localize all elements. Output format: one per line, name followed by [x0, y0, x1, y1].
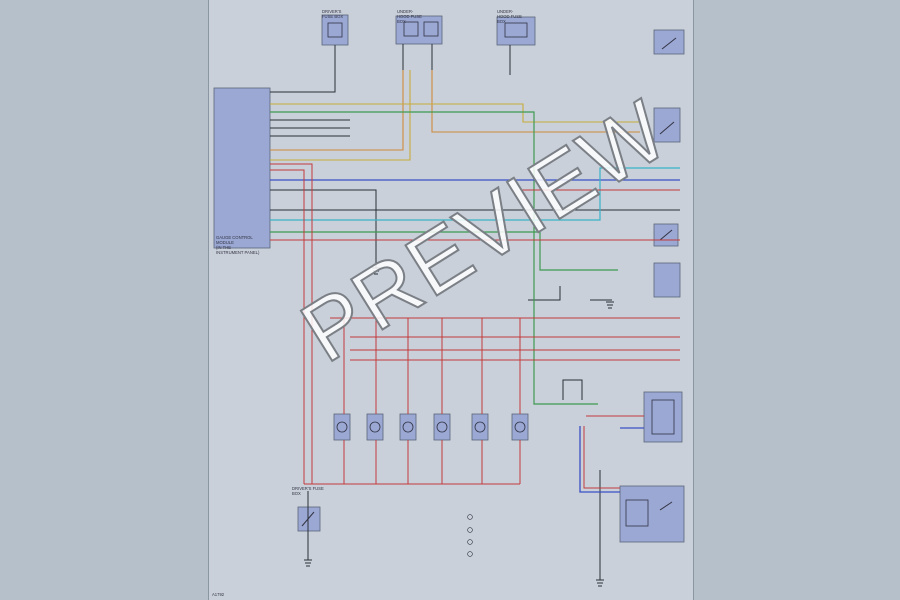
- wire-set-red: [270, 163, 680, 489]
- relay-box-bottom-right-body: [619, 485, 685, 543]
- wire-red-22: [583, 426, 620, 489]
- lamp-2-bulb: [369, 421, 381, 433]
- switch-contact-mid-right: [659, 121, 675, 135]
- lamp-2-body: [366, 413, 384, 441]
- wire-red-2: [270, 163, 313, 484]
- wire-black-1: [270, 45, 336, 93]
- switch-contact-top-right: [661, 37, 677, 50]
- lamp-2: [366, 413, 384, 441]
- wire-orange-2: [431, 70, 640, 133]
- relay-box-bottom-right: [619, 485, 685, 543]
- wire-cyan-1: [270, 167, 680, 221]
- fuse-symbol-left: [327, 22, 343, 38]
- fuse-symbol-middle-b: [423, 21, 439, 37]
- module-box-right-body: [653, 262, 681, 298]
- lamp-1: [333, 413, 351, 441]
- switch-box-lower-left-body: [297, 506, 321, 532]
- fuse-box-middle: [395, 15, 443, 45]
- wire-black-9: [528, 286, 561, 301]
- legend-circles: [467, 514, 473, 557]
- switch-box-top-right-body: [653, 29, 685, 55]
- power-module-right-body: [643, 391, 683, 443]
- switch-box-top-right: [653, 29, 685, 55]
- gauge-control-module: [213, 87, 271, 249]
- lamp-row: [333, 413, 529, 441]
- wire-blue-2: [579, 426, 620, 493]
- wire-set-yellow: [270, 70, 640, 161]
- wire-yellow-2: [270, 70, 411, 161]
- fuse-box-right: [496, 16, 536, 46]
- lamp-3-body: [399, 413, 417, 441]
- wire-set-cyan: [270, 167, 680, 221]
- module-box-right: [653, 262, 681, 298]
- wire-black-11: [562, 379, 583, 400]
- wire-set-blue: [270, 179, 680, 493]
- switch-box-lower-right: [653, 223, 679, 247]
- legend-circle-3: [467, 539, 473, 545]
- fuse-box-left: [321, 14, 349, 46]
- switch-box-mid-right-body: [653, 107, 681, 143]
- legend-circle-1: [467, 514, 473, 520]
- lamp-4: [433, 413, 451, 441]
- legend-circle-2: [467, 527, 473, 533]
- lamp-6: [511, 413, 529, 441]
- legend-circle-4: [467, 551, 473, 557]
- wire-orange-1: [270, 70, 404, 151]
- lamp-5-body: [471, 413, 489, 441]
- power-module-right-inner: [651, 399, 675, 435]
- lamp-5-bulb: [474, 421, 486, 433]
- wire-set-green: [270, 111, 618, 405]
- label-footer-code: A1792: [212, 592, 225, 597]
- lamp-5: [471, 413, 489, 441]
- ground-symbols: [304, 267, 614, 587]
- fuse-symbol-right: [504, 22, 528, 38]
- lamp-3-bulb: [402, 421, 414, 433]
- wire-green-1: [270, 111, 598, 405]
- relay-coil-bottom-right: [625, 499, 649, 527]
- wire-set-orange: [270, 70, 640, 151]
- wire-set-black: [270, 44, 680, 580]
- lamp-4-bulb: [436, 421, 448, 433]
- lamp-1-body: [333, 413, 351, 441]
- fuse-box-right-body: [496, 16, 536, 46]
- power-module-right: [643, 391, 683, 443]
- wire-green-2: [270, 231, 618, 271]
- diagram-sheet: [208, 0, 694, 600]
- wire-yellow-1: [270, 103, 640, 123]
- switch-contact-lower-right: [659, 229, 673, 241]
- lamp-6-bulb: [514, 421, 526, 433]
- fuse-box-left-body: [321, 14, 349, 46]
- gauge-control-module-body: [213, 87, 271, 249]
- lamp-1-bulb: [336, 421, 348, 433]
- switch-box-lower-left: [297, 506, 321, 532]
- relay-contact-bottom-right: [659, 501, 673, 511]
- wire-black-8: [270, 189, 377, 268]
- switch-box-mid-right: [653, 107, 681, 143]
- lamp-3: [399, 413, 417, 441]
- lamp-6-body: [511, 413, 529, 441]
- fuse-symbol-middle-a: [403, 21, 419, 37]
- wire-red-1: [270, 169, 305, 484]
- lamp-4-body: [433, 413, 451, 441]
